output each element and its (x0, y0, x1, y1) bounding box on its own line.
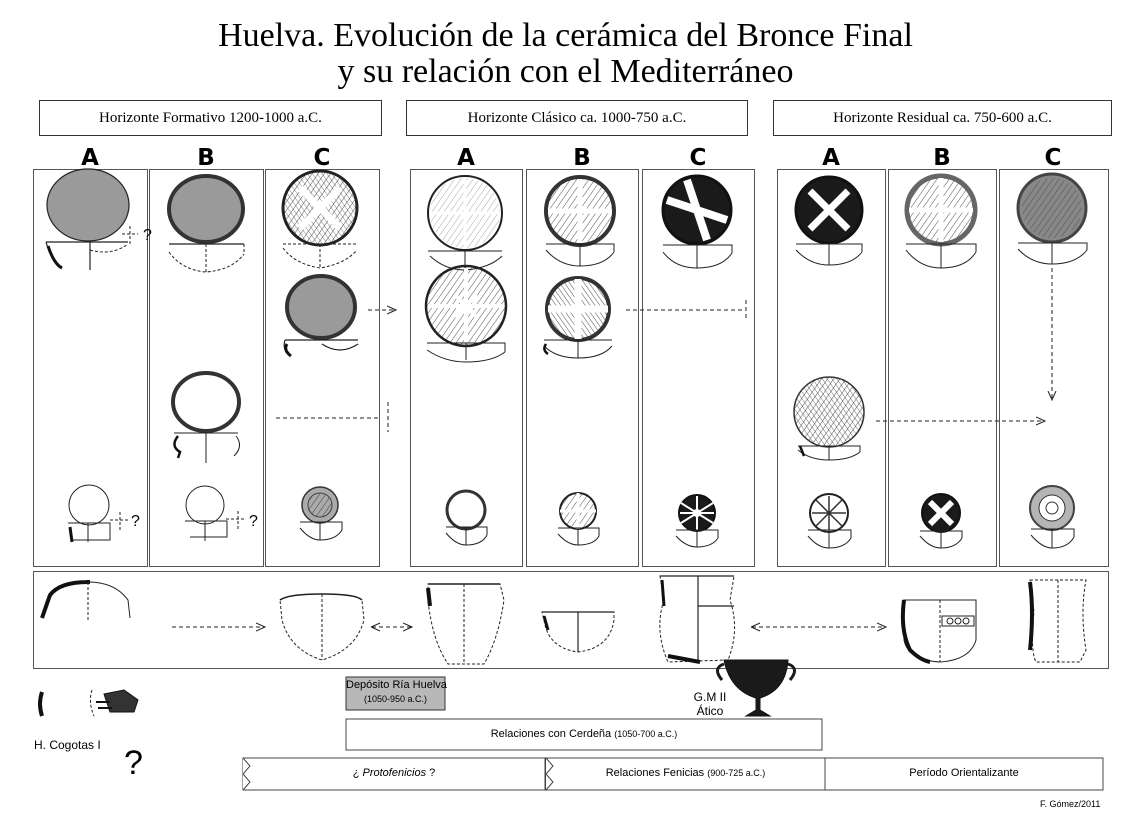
protofenicios-post: ? (429, 767, 436, 779)
vessel-strip-6 (900, 599, 977, 664)
vessel-strip-7 (1028, 579, 1087, 663)
bowl-formativo-a-1 (45, 168, 138, 270)
formativo-col-c-letter: C (313, 145, 331, 171)
cogotas-question: ? (124, 744, 143, 782)
bowl-formativo-c-hatched (281, 169, 359, 269)
protofenicios-label: ¿ Protofenicios ? (243, 767, 545, 779)
timeline-fenicias (545, 757, 826, 791)
clasico-col-a (410, 169, 523, 567)
residual-col-c-letter: C (1044, 145, 1062, 171)
gm-label: G.M II (693, 690, 727, 704)
fenicias-date: (900-725 a.C.) (707, 768, 766, 778)
title-line-2: y su relación con el Mediterráneo (337, 53, 794, 90)
orientalizante-label: Período Orientalizante (909, 767, 1019, 779)
horizon-residual: Horizonte Residual ca. 750-600 a.C. (773, 100, 1112, 136)
bowl-clasico-b-2 (543, 276, 613, 359)
cup-residual-b-small (919, 493, 963, 549)
horizon-clasico: Horizonte Clásico ca. 1000-750 a.C. (406, 100, 748, 136)
timeline-orientalizante (824, 757, 1104, 791)
vessel-strip (33, 571, 1109, 669)
cerdena-name: Relaciones con Cerdeña (490, 728, 612, 740)
vessel-strip-4 (541, 611, 615, 653)
question-mark: ? (131, 513, 140, 530)
formativo-col-b-letter: B (197, 145, 215, 171)
question-mark: ? (249, 513, 258, 530)
bowl-residual-a-2 (793, 376, 865, 461)
vessel-strip-3 (426, 583, 505, 665)
vessel-strip-5 (659, 575, 735, 664)
cerdena-date: (1050-700 a.C.) (614, 729, 678, 739)
fenicias-label: Relaciones Fenicias (900-725 a.C.) (546, 767, 825, 779)
clasico-col-a-letter: A (457, 145, 475, 171)
horizon-formativo: Horizonte Formativo 1200-1000 a.C. (39, 100, 382, 136)
bowl-clasico-b-1 (544, 175, 616, 267)
fenicias-name: Relaciones Fenicias (605, 767, 705, 779)
bowl-residual-a-1 (794, 175, 864, 266)
deposito-box (345, 676, 446, 711)
timeline-zigzag-left (242, 757, 251, 791)
cup-residual-a-small (807, 493, 852, 549)
bowl-formativo-b-1 (167, 174, 245, 273)
residual-col-a-letter: A (822, 145, 840, 171)
title-line-1: Huelva. Evolución de la cerámica del Bro… (218, 17, 913, 54)
cogotas-fragments (38, 689, 139, 717)
cogotas-label: H. Cogotas I (34, 738, 101, 752)
attic-cup (716, 659, 796, 717)
cup-clasico-c-small (675, 494, 719, 548)
cup-formativo-c-small (299, 486, 343, 541)
question-mark: ? (143, 227, 152, 244)
cup-clasico-b-small (557, 492, 600, 546)
credit: F. Gómez/2011 (1040, 799, 1101, 809)
protofenicios-name: Protofenicios (362, 767, 427, 779)
cup-residual-c-small (1029, 485, 1075, 549)
timeline-protofenicios (242, 757, 546, 791)
cup-clasico-a-small (445, 489, 488, 546)
jar-formativo-b (171, 371, 241, 463)
cerdena-bar (345, 718, 823, 751)
bowl-clasico-a-2 (424, 264, 508, 363)
protofenicios-pre: ¿ (352, 767, 360, 779)
deposito-date: (1050-950 a.C.) (363, 694, 428, 704)
residual-col-b-letter: B (933, 145, 951, 171)
vessel-strip-2 (279, 593, 365, 661)
bowl-clasico-c-1 (661, 174, 733, 269)
timeline-zigzag-mid (545, 757, 554, 791)
cup-formativo-b-small (185, 485, 246, 541)
vessel-strip-1 (40, 580, 131, 622)
bowl-clasico-a-1 (427, 175, 503, 271)
dashed-line-clasico-c (626, 300, 747, 320)
deposito-name: Depósito Ría Huelva (346, 679, 447, 691)
clasico-col-b-letter: B (573, 145, 591, 171)
bowl-residual-b-1 (904, 173, 978, 269)
dashed-line-formativo-c (276, 402, 389, 432)
clasico-col-c-letter: C (689, 145, 707, 171)
bowl-residual-c-1 (1016, 172, 1088, 265)
cerdena-label: Relaciones con Cerdeña (1050-700 a.C.) (346, 728, 822, 740)
cup-formativo-a-small (68, 484, 128, 543)
atico-label: Ático (696, 704, 724, 718)
formativo-col-a-letter: A (81, 145, 99, 171)
bowl-formativo-c-gray (283, 274, 359, 358)
